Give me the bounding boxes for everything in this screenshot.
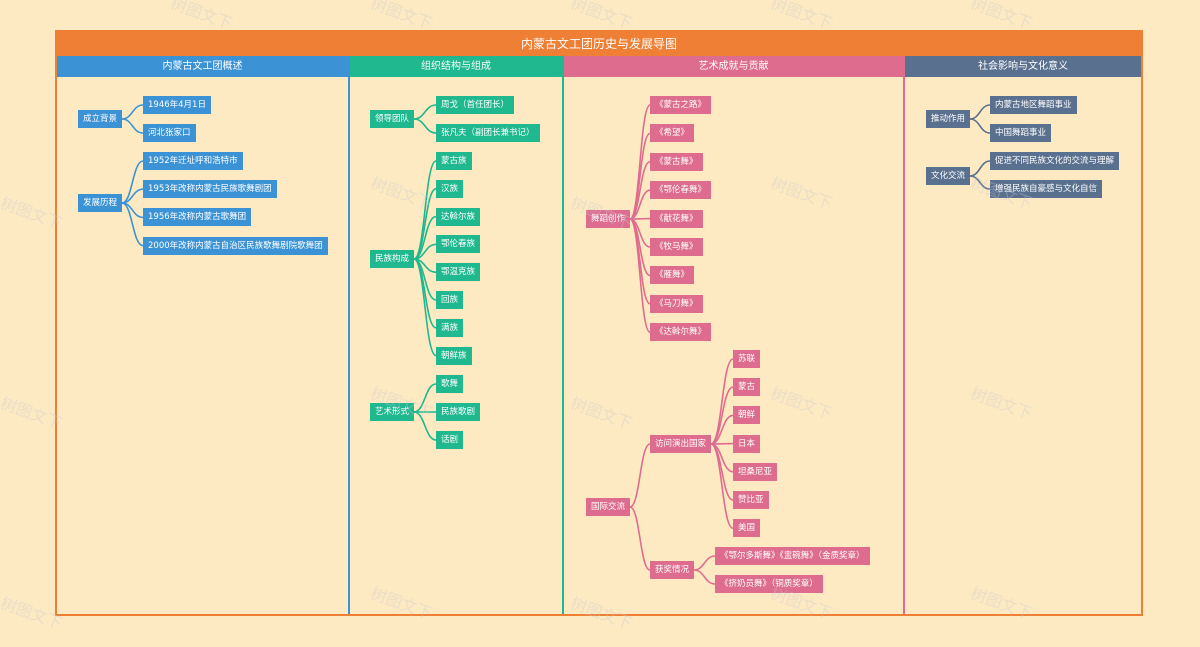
column-impact: 社会影响与文化意义	[905, 56, 1141, 614]
overview-leaf[interactable]: 河北张家口	[143, 124, 196, 142]
structure-branch[interactable]: 民族构成	[370, 250, 415, 268]
column-header-impact: 社会影响与文化意义	[905, 56, 1141, 77]
structure-leaf[interactable]: 汉族	[436, 179, 464, 198]
overview-leaf[interactable]: 1956年改称内蒙古歌舞团	[143, 208, 252, 227]
structure-branch[interactable]: 艺术形式	[370, 403, 415, 421]
achievement-branch[interactable]: 国际交流	[586, 498, 631, 516]
achievement-leaf[interactable]: 《雁舞》	[650, 266, 695, 285]
achievement-leaf[interactable]: 《蒙古之路》	[650, 96, 712, 114]
achievement-leaf[interactable]: 日本	[733, 434, 761, 453]
mind-map-frame: 内蒙古文工团历史与发展导图 内蒙古文工团概述 组织结构与组成 艺术成就与贡献 社…	[55, 30, 1143, 616]
achievement-leaf[interactable]: 坦桑尼亚	[733, 462, 778, 481]
overview-leaf[interactable]: 1952年迁址呼和浩特市	[143, 152, 243, 170]
achievement-leaf[interactable]: 《马刀舞》	[650, 294, 703, 313]
overview-branch[interactable]: 成立背景	[78, 110, 123, 128]
achievement-leaf[interactable]: 《蒙古舞》	[650, 152, 703, 171]
structure-leaf[interactable]: 歌舞	[436, 375, 464, 393]
achievement-leaf[interactable]: 《达斡尔舞》	[650, 323, 712, 342]
achievement-leaf[interactable]: 《牧马舞》	[650, 238, 703, 256]
overview-leaf[interactable]: 1946年4月1日	[143, 96, 211, 114]
achievement-subbranch[interactable]: 获奖情况	[650, 561, 695, 579]
achievement-leaf[interactable]: 朝鲜	[733, 406, 761, 425]
impact-branch[interactable]: 文化交流	[926, 167, 971, 185]
achievement-subbranch[interactable]: 访问演出国家	[650, 435, 712, 453]
achievement-leaf[interactable]: 《鄂伦春舞》	[650, 181, 712, 200]
impact-leaf[interactable]: 增强民族自豪感与文化自信	[990, 180, 1103, 198]
achievement-branch[interactable]: 舞蹈创作	[586, 210, 631, 228]
overview-leaf[interactable]: 1953年改称内蒙古民族歌舞剧团	[143, 180, 277, 199]
structure-leaf[interactable]: 话剧	[436, 431, 464, 449]
structure-leaf[interactable]: 朝鲜族	[436, 346, 472, 365]
structure-leaf[interactable]: 周戈（首任团长）	[436, 96, 515, 114]
achievement-leaf[interactable]: 《献花舞》	[650, 209, 703, 228]
structure-leaf[interactable]: 达斡尔族	[436, 207, 481, 226]
column-header-overview: 内蒙古文工团概述	[57, 56, 348, 77]
impact-branch[interactable]: 推动作用	[926, 110, 971, 128]
overview-branch[interactable]: 发展历程	[78, 194, 123, 212]
achievement-leaf[interactable]: 苏联	[733, 350, 761, 368]
column-achievements: 艺术成就与贡献	[564, 56, 905, 614]
column-overview: 内蒙古文工团概述	[57, 56, 350, 614]
achievement-leaf[interactable]: 赞比亚	[733, 491, 769, 509]
overview-leaf[interactable]: 2000年改称内蒙古自治区民族歌舞剧院歌舞团	[143, 236, 328, 255]
structure-leaf[interactable]: 民族歌剧	[436, 403, 481, 421]
structure-branch[interactable]: 领导团队	[370, 110, 415, 128]
structure-leaf[interactable]: 回族	[436, 291, 464, 309]
achievement-leaf[interactable]: 美国	[733, 519, 761, 538]
achievement-leaf[interactable]: 《挤奶员舞》（铜质奖章）	[715, 575, 823, 593]
column-header-achievements: 艺术成就与贡献	[564, 56, 903, 77]
map-title: 内蒙古文工团历史与发展导图	[57, 32, 1141, 56]
achievement-leaf[interactable]: 《希望》	[650, 124, 695, 143]
structure-leaf[interactable]: 张凡夫（副团长兼书记）	[436, 124, 540, 142]
impact-leaf[interactable]: 中国舞蹈事业	[990, 124, 1052, 142]
structure-leaf[interactable]: 蒙古族	[436, 152, 472, 170]
column-structure: 组织结构与组成	[350, 56, 564, 614]
structure-leaf[interactable]: 满族	[436, 318, 464, 337]
structure-leaf[interactable]: 鄂温克族	[436, 263, 481, 282]
impact-leaf[interactable]: 促进不同民族文化的交流与理解	[990, 152, 1120, 170]
impact-leaf[interactable]: 内蒙古地区舞蹈事业	[990, 96, 1077, 114]
column-header-structure: 组织结构与组成	[350, 56, 562, 77]
structure-leaf[interactable]: 鄂伦春族	[436, 235, 481, 254]
achievement-leaf[interactable]: 蒙古	[733, 378, 761, 397]
achievement-leaf[interactable]: 《鄂尔多斯舞》《盅碗舞》（金质奖章）	[715, 547, 870, 565]
